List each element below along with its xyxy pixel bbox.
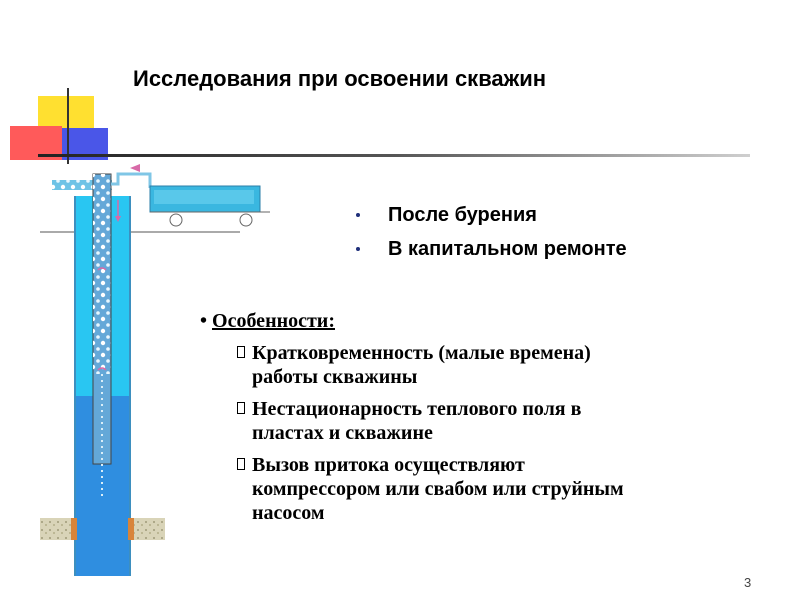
- list-item: Нестационарность теплового поля в пласта…: [200, 397, 780, 445]
- perforation-left: [71, 518, 77, 540]
- flow-arrow-icon: [130, 164, 140, 172]
- flow-arrow-icon: [97, 367, 107, 371]
- bullet-icon: [356, 213, 360, 217]
- title-underline: [38, 154, 750, 157]
- checkbox-glyph-icon: [237, 346, 245, 358]
- features-section: • Особенности: Кратковременность (малые …: [200, 310, 780, 525]
- down-arrow-icon: [115, 216, 121, 222]
- slide-title: Исследования при освоении скважин: [133, 66, 547, 91]
- formation-left: [40, 518, 75, 540]
- perforation-right: [128, 518, 134, 540]
- formation-right: [130, 518, 165, 540]
- page-number: 3: [744, 575, 752, 590]
- list-item: Кратковременность (малые времена) работы…: [200, 341, 780, 389]
- compressor-pipe: [111, 172, 152, 188]
- decor-vertical-line: [67, 88, 69, 164]
- well-diagram: [40, 164, 270, 576]
- checkbox-glyph-icon: [237, 402, 245, 414]
- bullet-text: В капитальном ремонте: [388, 238, 627, 260]
- checkbox-glyph-icon: [237, 458, 245, 470]
- tubing-bubbles: [93, 174, 111, 374]
- bullet-icon: [356, 247, 360, 251]
- surface-pipe-bubbles: [52, 180, 112, 190]
- compressor-truck: [149, 185, 270, 227]
- features-heading: • Особенности:: [200, 310, 335, 332]
- bullet-icon: •: [200, 310, 208, 332]
- flow-arrow-icon: [97, 267, 107, 271]
- list-item: Вызов притока осуществляют компрессором …: [200, 453, 780, 525]
- bullet-text: После бурения: [388, 204, 537, 226]
